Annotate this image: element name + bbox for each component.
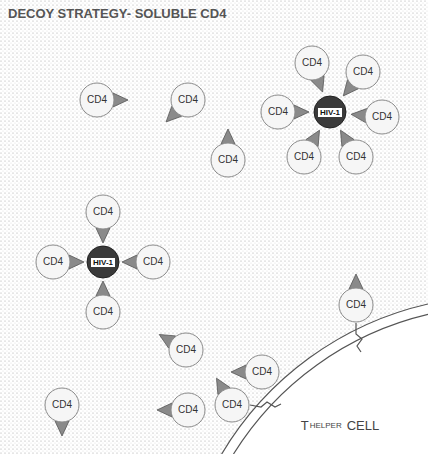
cell-membrane-outer — [222, 304, 428, 454]
molecule-body — [171, 83, 205, 117]
cd4-molecule: CD4 — [85, 194, 121, 230]
binding-triangle — [122, 255, 137, 269]
cd4-molecule: CD4 — [168, 332, 204, 368]
molecule-label: CD4 — [353, 66, 373, 78]
cd4-molecule: CD4 — [294, 45, 330, 81]
cd4-molecule: CD4 — [85, 294, 121, 330]
binding-triangle — [96, 228, 110, 243]
cell-label: CELL — [347, 418, 380, 433]
molecule-label: CD4 — [218, 154, 238, 166]
cell-label: HELPER — [310, 421, 342, 430]
cell-interior — [176, 296, 428, 454]
cd4-molecule: CD4 — [338, 139, 374, 175]
binding-triangle — [351, 109, 367, 123]
molecule-label: CD4 — [176, 344, 196, 356]
binding-triangle — [294, 105, 309, 119]
cd4-molecule: CD4 — [260, 94, 296, 130]
cd4-molecule: CD4 — [244, 354, 280, 390]
virus-body — [314, 96, 346, 128]
molecule-body — [339, 288, 373, 322]
molecule-body — [45, 388, 79, 422]
cd4-molecule: CD4 — [210, 142, 246, 178]
molecule-body — [261, 95, 295, 129]
molecule-body — [86, 295, 120, 329]
t-helper-cell: THELPER CELL — [296, 414, 385, 437]
molecule-body — [86, 195, 120, 229]
molecule-label: CD4 — [93, 206, 113, 218]
cd4-molecule: CD4 — [338, 287, 374, 323]
virus-label: HIV-1 — [91, 258, 115, 267]
cd4-molecule: CD4 — [286, 139, 322, 175]
molecule-label: CD4 — [268, 106, 288, 118]
virus-label: HIV-1 — [318, 108, 342, 117]
cd4-molecule: CD4 — [79, 82, 115, 118]
cd4-molecule: CD4 — [170, 82, 206, 118]
binding-triangle — [221, 129, 235, 144]
molecule-body — [295, 46, 329, 80]
molecule-label: CD4 — [252, 366, 272, 378]
membrane-anchor — [356, 323, 362, 352]
molecule-label: CD4 — [178, 404, 198, 416]
molecule-body — [215, 388, 249, 422]
virus-body — [87, 246, 119, 278]
membrane-anchor — [250, 402, 281, 407]
molecule-label: CD4 — [43, 256, 63, 268]
cd4-molecule: CD4 — [135, 244, 171, 280]
molecule-body — [36, 245, 70, 279]
molecule-body — [346, 55, 380, 89]
molecule-body — [80, 83, 114, 117]
molecule-body — [169, 333, 203, 367]
binding-triangle — [69, 255, 84, 269]
molecule-body — [211, 143, 245, 177]
binding-triangle — [231, 365, 246, 379]
molecule-body — [171, 393, 205, 427]
diagram-title: DECOY STRATEGY- SOLUBLE CD4 — [8, 6, 226, 21]
molecule-body — [136, 245, 170, 279]
molecule-label: CD4 — [302, 57, 322, 69]
molecule-body — [365, 100, 399, 134]
molecule-body — [245, 355, 279, 389]
binding-triangle — [55, 421, 69, 436]
cell-label: T — [301, 418, 309, 433]
cd4-molecule: CD4 — [170, 392, 206, 428]
molecule-label: CD4 — [143, 256, 163, 268]
molecule-body — [339, 140, 373, 174]
cd4-molecule: CD4 — [44, 387, 80, 423]
cd4-molecule: CD4 — [214, 387, 250, 423]
cd4-molecule: CD4 — [364, 99, 400, 135]
molecule-label: CD4 — [372, 111, 392, 123]
molecule-label: CD4 — [52, 399, 72, 411]
binding-triangle — [113, 93, 128, 107]
binding-triangle — [349, 274, 363, 289]
molecule-body — [287, 140, 321, 174]
binding-triangle — [96, 281, 110, 296]
molecule-label: CD4 — [346, 299, 366, 311]
cd4-molecule: CD4 — [345, 54, 381, 90]
molecule-label: CD4 — [93, 306, 113, 318]
molecule-label: CD4 — [346, 151, 366, 163]
molecule-label: CD4 — [294, 151, 314, 163]
binding-triangle — [157, 403, 172, 417]
molecule-label: CD4 — [178, 94, 198, 106]
hiv-particle: HIV-1 — [86, 245, 120, 279]
cell-membrane-inner — [234, 314, 428, 454]
binding-sites — [55, 76, 367, 436]
cd4-molecule: CD4 — [35, 244, 71, 280]
molecule-label: CD4 — [222, 399, 242, 411]
molecule-label: CD4 — [87, 94, 107, 106]
hiv-particle: HIV-1 — [313, 95, 347, 129]
